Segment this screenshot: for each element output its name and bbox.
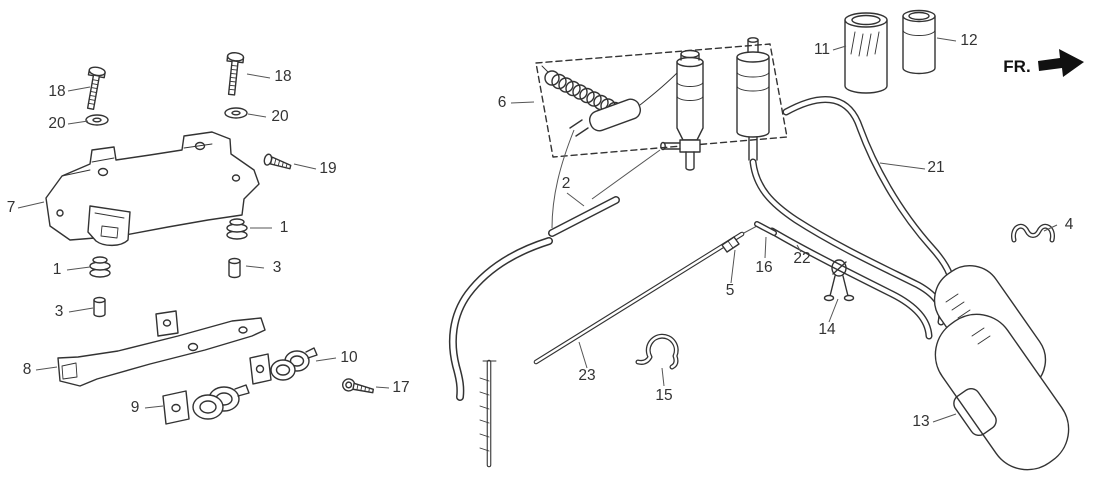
callout-18-right[interactable]: 18 <box>274 68 291 85</box>
washer-20-right-part <box>224 107 248 119</box>
clamp-10-part <box>249 347 318 385</box>
washer-20-left-part <box>85 114 109 126</box>
callout-18-left[interactable]: 18 <box>48 83 65 100</box>
callout-10[interactable]: 10 <box>340 349 358 366</box>
vacuum-tank-13-part <box>933 265 1070 471</box>
collar-3-left-part <box>93 296 106 318</box>
solenoid-valve-small-part <box>569 71 679 137</box>
canister-11-part <box>844 12 888 94</box>
callout-9[interactable]: 9 <box>131 399 140 416</box>
hose-16-part <box>768 227 933 340</box>
joint-stub-16-part <box>754 221 777 236</box>
check-valve-5-part <box>721 236 740 253</box>
callout-23[interactable]: 23 <box>578 367 595 384</box>
callout-8[interactable]: 8 <box>23 361 32 378</box>
hose-left-part <box>448 237 553 401</box>
pipe-lower-part <box>479 359 497 468</box>
canister-12-part <box>902 9 936 75</box>
fr-arrow-icon <box>1038 49 1084 77</box>
lower-bracket-8-part <box>57 310 266 387</box>
callout-14[interactable]: 14 <box>818 321 836 338</box>
callout-16[interactable]: 16 <box>755 259 772 276</box>
tube-clip-4-part <box>1011 223 1055 243</box>
screw-17-part <box>341 378 375 394</box>
collar-3-right-part <box>228 257 241 279</box>
callout-20-left[interactable]: 20 <box>48 115 66 132</box>
upper-bracket-7-part <box>45 131 260 247</box>
leader-lines <box>17 37 1058 423</box>
callout-20-right[interactable]: 20 <box>271 108 289 125</box>
callout-1-right[interactable]: 1 <box>280 219 289 236</box>
solenoid-valve-right-part <box>736 37 770 161</box>
bolt-18-right-part <box>222 51 245 97</box>
hose-clip-15-part <box>635 333 679 370</box>
callout-labels: 18 20 18 20 19 7 1 1 3 3 8 10 9 17 6 11 … <box>7 32 1074 430</box>
callout-13[interactable]: 13 <box>912 413 929 430</box>
rubber-mount-1-left-part <box>89 256 111 278</box>
callout-21[interactable]: 21 <box>927 159 944 176</box>
callout-1-left[interactable]: 1 <box>53 261 62 278</box>
fr-direction: FR. <box>1003 49 1084 77</box>
callout-19[interactable]: 19 <box>319 160 336 177</box>
callout-7[interactable]: 7 <box>7 199 16 216</box>
callout-5[interactable]: 5 <box>726 282 735 299</box>
clamp-9-part <box>162 384 250 425</box>
hose-21-part <box>782 96 957 306</box>
rubber-mount-1-right-part <box>226 218 248 240</box>
assembly-lines <box>551 129 758 235</box>
callout-11[interactable]: 11 <box>814 41 830 58</box>
callout-6[interactable]: 6 <box>498 94 507 111</box>
fr-label: FR. <box>1003 57 1030 76</box>
callout-17[interactable]: 17 <box>392 379 409 396</box>
callout-3-left[interactable]: 3 <box>55 303 64 320</box>
screw-19-part <box>263 153 292 170</box>
callout-22[interactable]: 22 <box>793 250 810 267</box>
callout-2[interactable]: 2 <box>562 175 571 192</box>
vacuum-tube-23-part <box>533 231 745 365</box>
solenoid-valve-large-part <box>660 49 704 171</box>
joint-tube-2-part <box>548 196 620 237</box>
callout-4[interactable]: 4 <box>1065 216 1074 233</box>
callout-3-right[interactable]: 3 <box>273 259 282 276</box>
callout-12[interactable]: 12 <box>960 32 977 49</box>
wire-clamp-14-part <box>823 259 855 302</box>
callout-15[interactable]: 15 <box>655 387 672 404</box>
